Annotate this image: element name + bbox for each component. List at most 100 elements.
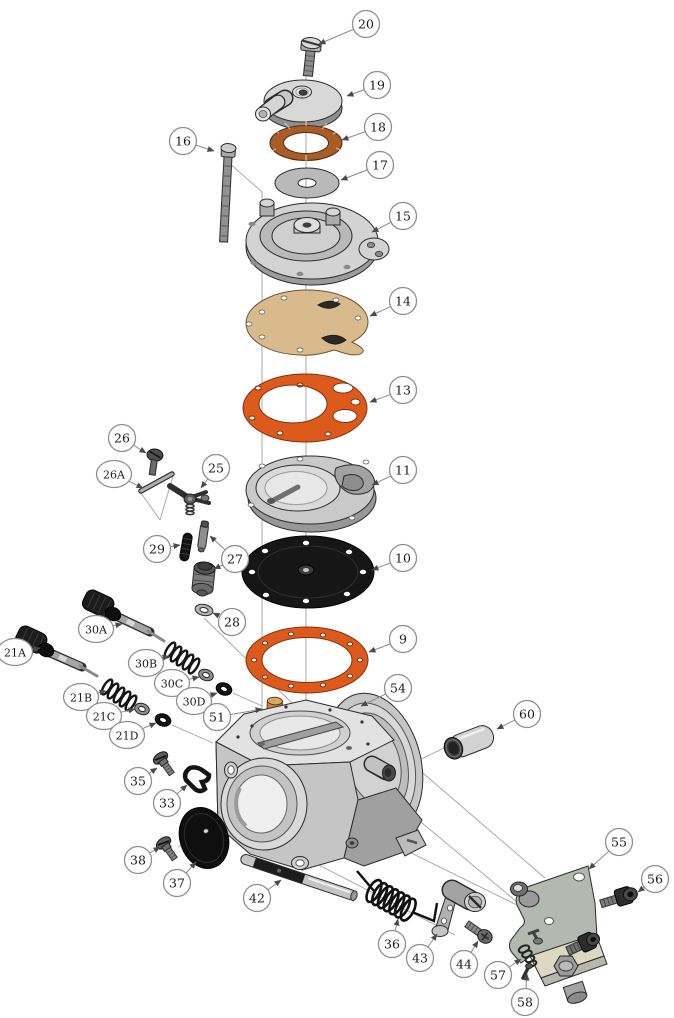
callout-33 (152, 788, 182, 818)
part-pump-gasket-13 (242, 373, 368, 443)
callout-label-21C: 21C (93, 710, 115, 723)
callout-30A (77, 614, 115, 644)
callout-20 (351, 9, 381, 39)
part-screw-38 (155, 836, 178, 862)
callout-43 (405, 943, 435, 973)
callout-18 (363, 112, 393, 142)
callout-28 (217, 607, 247, 637)
callout-29 (142, 534, 172, 564)
callout-21D (108, 720, 146, 750)
callout-label-10: 10 (395, 550, 411, 565)
callout-25 (201, 453, 231, 483)
part-spring-30B (163, 641, 201, 675)
part-spring-29 (179, 532, 193, 562)
callout-label-29: 29 (149, 541, 165, 556)
part-throttle-shaft-42 (240, 854, 358, 902)
callout-label-19: 19 (369, 77, 385, 92)
callout-60 (512, 699, 542, 729)
part-washer-17 (274, 167, 340, 199)
callout-14 (388, 286, 418, 316)
callout-label-60: 60 (519, 706, 535, 721)
part-throttle-disc-37 (178, 807, 230, 869)
callout-label-30D: 30D (183, 695, 206, 708)
callout-label-30C: 30C (161, 677, 183, 690)
callout-44 (449, 949, 479, 979)
part-screw-56 (599, 886, 638, 909)
callout-27 (220, 544, 250, 574)
part-clip-33 (182, 765, 212, 794)
callout-58 (510, 987, 540, 1017)
callout-10 (388, 543, 418, 573)
part-spring-36 (356, 870, 439, 923)
callout-label-37: 37 (169, 875, 185, 890)
part-pin-26A (138, 471, 175, 494)
callout-26A (95, 459, 133, 489)
callout-label-51: 51 (209, 709, 225, 724)
callout-label-30B: 30B (135, 657, 157, 670)
callout-label-30A: 30A (85, 623, 108, 636)
callout-42 (242, 883, 272, 913)
part-main-body-54 (215, 692, 427, 871)
callout-9 (388, 624, 418, 654)
callout-label-18: 18 (370, 119, 386, 134)
callout-57 (483, 960, 513, 990)
callout-label-20: 20 (358, 16, 374, 31)
part-oring-30D (215, 682, 233, 696)
part-top-cover-19 (255, 79, 343, 130)
part-metering-body-11 (245, 455, 377, 533)
callout-26 (107, 423, 137, 453)
part-pump-diaphragm-14 (245, 289, 369, 356)
callout-17 (365, 150, 395, 180)
part-inlet-needle-27 (197, 520, 209, 553)
callout-label-42: 42 (249, 890, 265, 905)
callout-30C (153, 668, 191, 698)
part-needle-30A (81, 589, 166, 643)
part-throttle-lever-43 (431, 879, 486, 937)
callout-55 (604, 827, 634, 857)
callout-37 (162, 868, 192, 898)
callout-label-38: 38 (130, 852, 146, 867)
part-metering-lever-25 (167, 483, 211, 516)
callout-label-21D: 21D (116, 729, 139, 742)
callout-19 (362, 70, 392, 100)
part-wing-screw (527, 928, 543, 945)
part-bracket-55 (508, 865, 608, 1004)
callout-13 (388, 375, 418, 405)
callout-30D (175, 686, 213, 716)
callout-30B (127, 648, 165, 678)
part-screw-35 (152, 751, 175, 777)
callout-51 (202, 702, 232, 732)
callout-label-33: 33 (159, 795, 175, 810)
callout-label-17: 17 (372, 157, 388, 172)
parts-layer (14, 37, 638, 1004)
callout-56 (640, 864, 670, 894)
part-screw-58 (521, 963, 533, 980)
callout-label-26: 26 (114, 430, 130, 445)
callout-label-25: 25 (208, 460, 224, 475)
callout-label-55: 55 (611, 834, 627, 849)
callout-label-14: 14 (395, 293, 411, 308)
callout-label-58: 58 (517, 994, 533, 1009)
callout-label-57: 57 (490, 967, 506, 982)
part-metering-diaphragm-10 (241, 535, 375, 609)
callout-54 (383, 673, 413, 703)
part-pump-cover-15 (245, 198, 390, 286)
callout-label-21B: 21B (70, 691, 92, 704)
callout-label-44: 44 (456, 956, 472, 971)
callout-label-9: 9 (399, 631, 407, 646)
part-washer-21C (134, 702, 150, 716)
part-screw-20 (300, 37, 322, 77)
callout-38 (123, 845, 153, 875)
part-gasket-18 (266, 120, 346, 161)
callout-21B (62, 682, 100, 712)
callout-label-35: 35 (130, 773, 146, 788)
callout-label-11: 11 (395, 462, 411, 477)
callout-label-27: 27 (227, 551, 243, 566)
part-screw-26 (146, 448, 164, 476)
callout-label-43: 43 (412, 950, 428, 965)
part-screw-44 (464, 920, 493, 944)
callout-21C (85, 701, 123, 731)
callout-11 (388, 455, 418, 485)
